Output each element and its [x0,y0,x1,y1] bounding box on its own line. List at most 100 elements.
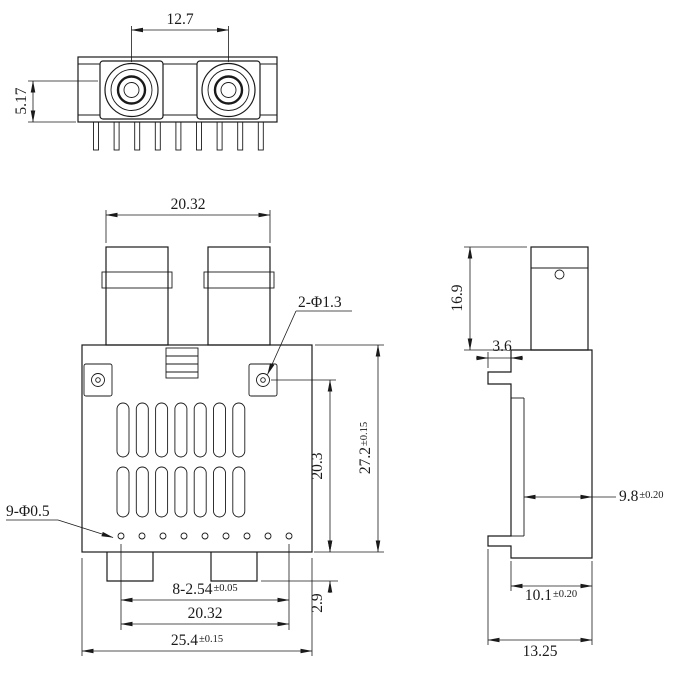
pin-hole [180,532,188,540]
dim-front-total-height: 27.2±0.15 [315,344,384,553]
terminal-pin [154,121,161,151]
dim-label-base-depth: 10.1±0.20 [525,587,577,604]
barrel-circle [123,82,140,98]
mount-hole-circle [91,373,105,387]
pin-hole [117,532,125,540]
dim-label-total-height: 27.2±0.15 [357,422,374,474]
dim-label-pin-protrusion: 3.6 [492,338,512,355]
barrel-circle [116,75,147,105]
pin-hole [201,532,209,540]
dim-top-height: 5.17 [13,80,98,123]
vent-slot [232,402,246,458]
callout-hole: 2-Φ1.3 [267,294,352,375]
dim-front-total-width: 25.4±0.15 [81,558,313,656]
dim-label-inner-height: 20.3 [309,452,326,479]
mount-hole-circle [256,373,270,387]
terminal-pin [216,121,223,151]
dim-label-pin-span: 20.32 [188,605,223,622]
mount-tab-left [106,552,154,582]
mount-hole-left [83,363,113,397]
dim-front-pin-span: 20.32 [120,605,290,627]
side-body-profile [487,349,593,559]
dim-label-total-width: 25.4±0.15 [171,632,223,649]
top-view: 12.7 5.17 [13,11,278,151]
vent-slot [116,466,130,518]
pin-hole [243,532,251,540]
pin-callout-label: 9-Φ0.5 [6,503,50,520]
center-latch [165,347,199,379]
dim-side-total-depth: 13.25 [487,549,593,660]
front-view: 20.32 2-Φ1.3 20.3 27.2±0.15 2.9 9-Φ0.5 [6,196,384,656]
side-barrel [530,246,589,351]
vent-slot [232,466,246,518]
vent-slot [213,466,226,518]
pin-hole [138,532,146,540]
barrel-circle [201,62,256,118]
jack-right-barrel [201,62,256,118]
dim-label-top-pitch: 12.7 [166,11,193,28]
terminal-pin [175,121,182,151]
dim-side-body-depth: 9.8±0.20 [523,488,664,505]
dim-front-inner-height: 20.3 [271,379,384,553]
post-left [105,246,169,346]
terminal-pin [196,121,202,151]
top-flange-lines [78,63,277,116]
post-left-collar [101,271,173,289]
terminal-pin [134,121,141,151]
barrel-circle [213,75,244,105]
vent-slot [135,402,149,458]
terminal-pin [93,121,99,151]
barrel-circle [207,69,250,111]
barrel-circle [110,69,153,111]
dim-label-post-span: 20.32 [171,196,206,213]
hole-callout-label: 2-Φ1.3 [298,294,342,311]
vent-slot [213,402,226,458]
terminal-pin [237,121,244,151]
top-housing-outline [77,56,278,123]
mount-tab-right [210,552,258,582]
pin-hole [264,532,272,540]
dim-label-top-height: 5.17 [13,87,30,114]
dim-label-body-depth: 9.8±0.20 [619,488,664,505]
vent-slot [193,402,207,458]
dim-side-base-depth: 10.1±0.20 [510,561,593,604]
vent-slot [193,466,207,518]
jack-left-barrel [104,62,159,118]
terminal-pin [257,121,264,151]
dim-label-total-depth: 13.25 [523,643,558,660]
pin-hole-row [117,532,293,540]
pin-hole [285,532,293,540]
front-housing-outline [81,344,313,553]
dim-side-barrel-height: 16.9 [449,246,527,351]
dim-label-tab-height: 2.9 [309,593,326,613]
post-right [207,246,271,346]
mount-hole-boss [83,363,113,397]
vent-slot [155,466,169,518]
dim-side-pin-protrusion: 3.6 [476,338,523,368]
leader-line [57,519,114,538]
top-view-pins [93,121,264,151]
vent-slot [135,466,149,518]
pin-hole [222,532,230,540]
dim-label-barrel-height: 16.9 [449,284,466,311]
dim-front-tab-height: 2.9 [261,540,338,613]
mount-hole-center [260,377,266,383]
barrel-circle [220,82,237,98]
post-right-collar [203,271,275,289]
latch-outline [165,347,199,379]
vent-slot [155,402,169,458]
side-view: 16.9 3.6 9.8±0.20 10.1±0.20 13.25 [449,246,664,660]
vent-slots-row1 [116,402,246,458]
terminal-pin [113,121,120,151]
dim-front-post-span: 20.32 [105,196,271,243]
pin-hole [159,532,167,540]
mount-hole-center [95,377,101,383]
barrel-circle [104,62,159,118]
dim-label-pin-pitch: 8-2.54±0.05 [172,581,237,598]
vent-slot [174,402,188,458]
vent-slot [174,466,188,518]
callout-pins: 9-Φ0.5 [6,503,114,538]
dim-top-pitch: 12.7 [131,11,229,62]
